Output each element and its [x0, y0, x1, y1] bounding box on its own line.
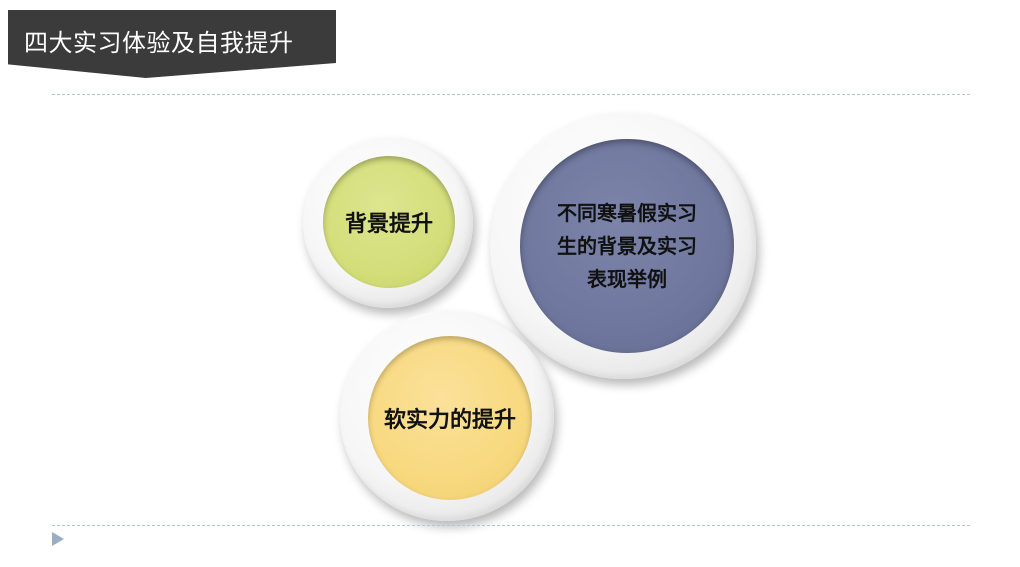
circle-background-upgrade-label: 背景提升 [344, 212, 433, 237]
title-banner: 四大实习体验及自我提升 [8, 10, 336, 78]
circle-soft-skills-label: 软实力的提升 [383, 408, 516, 433]
circle-background-upgrade-disk: 背景提升 [323, 156, 455, 288]
play-triangle-icon [52, 532, 64, 546]
slide-title: 四大实习体验及自我提升 [24, 29, 294, 57]
circle-soft-skills-disk: 软实力的提升 [368, 336, 532, 500]
circle-examples-label: 不同寒暑假实习生的背景及实习表现举例 [557, 200, 697, 291]
top-divider [52, 94, 970, 95]
bottom-divider [52, 525, 970, 526]
circle-background-upgrade: 背景提升 [303, 138, 473, 308]
circle-soft-skills: 软实力的提升 [340, 311, 554, 521]
circle-examples-disk: 不同寒暑假实习生的背景及实习表现举例 [520, 139, 734, 353]
circle-examples: 不同寒暑假实习生的背景及实习表现举例 [490, 113, 756, 379]
